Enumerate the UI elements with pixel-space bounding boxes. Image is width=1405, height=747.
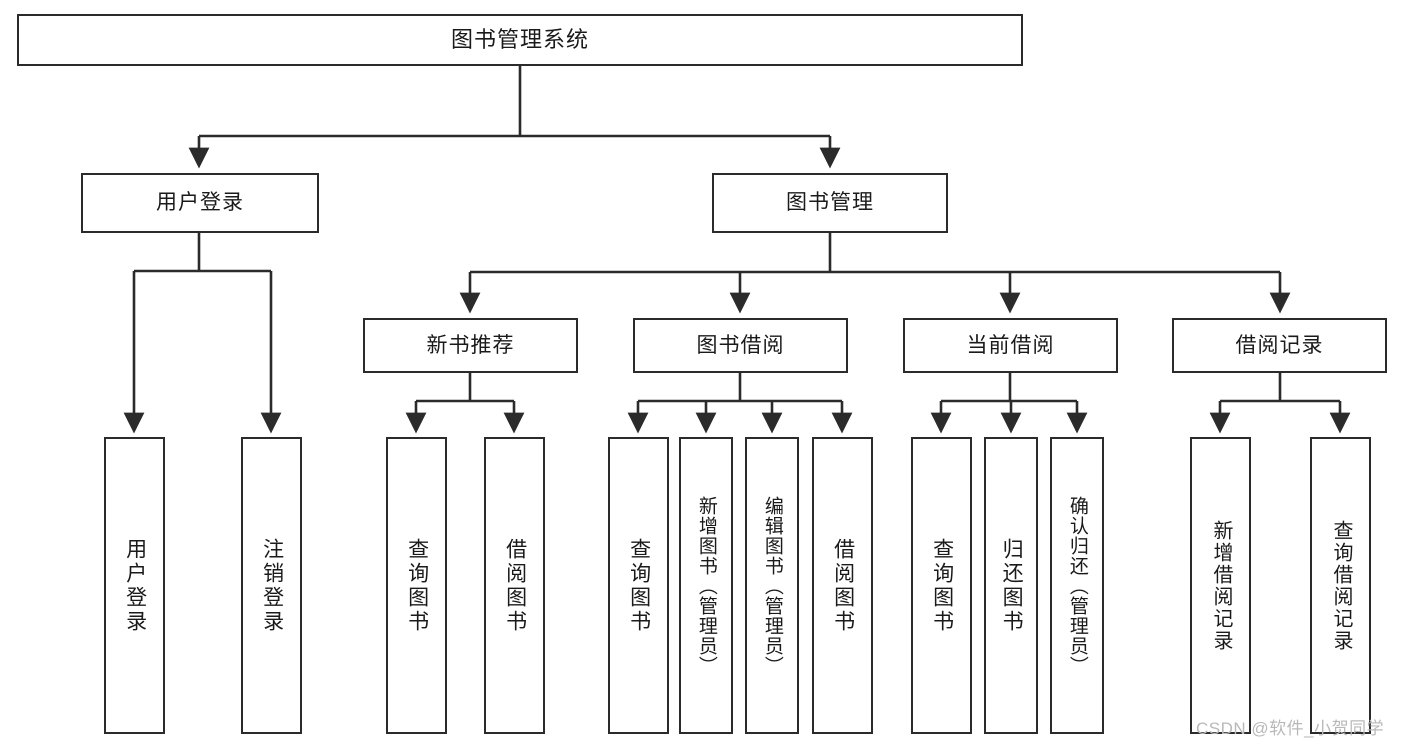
node-book-borrow-label: 图书借阅 bbox=[696, 333, 785, 357]
node-leaf-query-book-3[interactable]: 查询图书 bbox=[911, 437, 972, 734]
node-new-book-rec-label: 新书推荐 bbox=[426, 333, 515, 357]
node-root-label: 图书管理系统 bbox=[450, 26, 589, 52]
node-leaf-add-record[interactable]: 新增借阅记录 bbox=[1190, 437, 1251, 734]
node-leaf-add-record-label: 新增借阅记录 bbox=[1210, 519, 1232, 652]
node-leaf-query-book-2-label: 查询图书 bbox=[627, 537, 651, 634]
node-leaf-query-book-1[interactable]: 查询图书 bbox=[386, 437, 447, 734]
node-current-borrow-label: 当前借阅 bbox=[966, 333, 1055, 357]
node-leaf-edit-book-label: 编辑图书（管理员） bbox=[761, 495, 783, 676]
node-leaf-user-login[interactable]: 用户登录 bbox=[104, 437, 165, 734]
node-leaf-return-book-label: 归还图书 bbox=[1000, 537, 1024, 634]
node-current-borrow[interactable]: 当前借阅 bbox=[903, 318, 1118, 373]
node-leaf-query-book-1-label: 查询图书 bbox=[405, 537, 429, 634]
node-leaf-logout[interactable]: 注销登录 bbox=[241, 437, 302, 734]
node-leaf-add-book[interactable]: 新增图书（管理员） bbox=[679, 437, 733, 734]
node-new-book-rec[interactable]: 新书推荐 bbox=[363, 318, 578, 373]
node-leaf-borrow-book-1-label: 借阅图书 bbox=[503, 537, 527, 634]
node-leaf-borrow-book-1[interactable]: 借阅图书 bbox=[484, 437, 545, 734]
node-user-login[interactable]: 用户登录 bbox=[81, 173, 319, 233]
node-user-login-label: 用户登录 bbox=[156, 191, 244, 215]
node-root[interactable]: 图书管理系统 bbox=[17, 14, 1023, 66]
node-book-manage-label: 图书管理 bbox=[786, 191, 874, 215]
node-leaf-query-record-label: 查询借阅记录 bbox=[1330, 519, 1352, 652]
node-leaf-return-book[interactable]: 归还图书 bbox=[984, 437, 1038, 734]
node-leaf-confirm-return[interactable]: 确认归还（管理员） bbox=[1050, 437, 1104, 734]
node-book-borrow[interactable]: 图书借阅 bbox=[633, 318, 848, 373]
node-leaf-edit-book[interactable]: 编辑图书（管理员） bbox=[745, 437, 799, 734]
node-leaf-confirm-return-label: 确认归还（管理员） bbox=[1066, 495, 1088, 676]
node-leaf-query-book-3-label: 查询图书 bbox=[930, 537, 954, 634]
node-book-manage[interactable]: 图书管理 bbox=[712, 173, 948, 233]
node-leaf-logout-label: 注销登录 bbox=[260, 537, 284, 634]
node-leaf-query-record[interactable]: 查询借阅记录 bbox=[1310, 437, 1371, 734]
node-leaf-user-login-label: 用户登录 bbox=[123, 537, 147, 634]
node-leaf-add-book-label: 新增图书（管理员） bbox=[695, 495, 717, 676]
node-leaf-borrow-book-2[interactable]: 借阅图书 bbox=[812, 437, 873, 734]
node-leaf-query-book-2[interactable]: 查询图书 bbox=[608, 437, 669, 734]
node-borrow-record-label: 借阅记录 bbox=[1235, 333, 1324, 357]
watermark-text: CSDN @软件_小贺同学 bbox=[1196, 719, 1385, 738]
node-leaf-borrow-book-2-label: 借阅图书 bbox=[831, 537, 855, 634]
node-borrow-record[interactable]: 借阅记录 bbox=[1172, 318, 1387, 373]
